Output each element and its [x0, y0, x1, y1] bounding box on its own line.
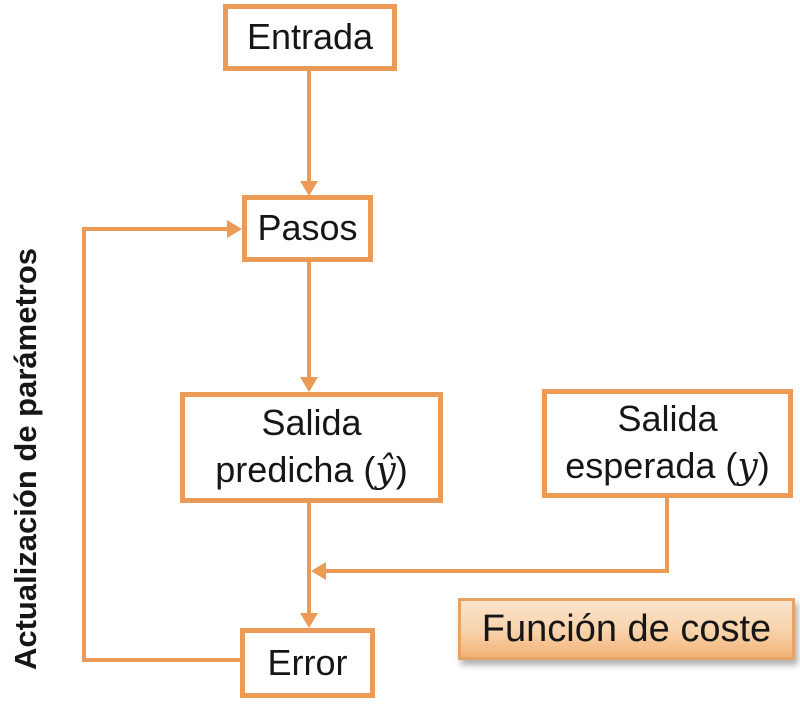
node-entrada: Entrada [223, 4, 397, 71]
arrowhead-down-icon [300, 377, 318, 392]
node-error: Error [240, 628, 375, 698]
y-hat-symbol: ŷ [375, 450, 396, 491]
node-salida-esperada: Salida esperada (y) [542, 389, 793, 498]
arrowhead-down-icon [300, 181, 318, 196]
connector-salida-esperada-horizontal [323, 569, 669, 573]
connector-salida-esperada-drop [665, 498, 669, 572]
node-salida-predicha: Salida predicha (ŷ) [180, 392, 443, 503]
arrowhead-down-icon [300, 613, 318, 628]
node-entrada-label: Entrada [246, 16, 374, 58]
node-salida-predicha-line2: predicha (ŷ) [215, 449, 408, 491]
node-pasos: Pasos [242, 195, 373, 262]
side-label-actualizacion-parametros: Actualización de parámetros [8, 247, 43, 671]
arrowhead-left-icon [311, 562, 326, 580]
node-pasos-label: Pasos [257, 207, 358, 249]
y-symbol: y [737, 446, 758, 487]
feedback-loop-vertical [82, 227, 86, 662]
node-error-label: Error [267, 641, 348, 683]
connector-pasos-salida-predicha [307, 262, 311, 378]
node-salida-esperada-line2: esperada (y) [565, 445, 770, 487]
feedback-loop-bottom [82, 658, 240, 662]
node-salida-esperada-line1: Salida [617, 398, 718, 440]
connector-entrada-pasos [307, 71, 311, 183]
feedback-loop-top [82, 227, 228, 231]
node-salida-predicha-line1: Salida [261, 402, 362, 444]
connector-salida-predicha-error [307, 503, 311, 614]
node-funcion-de-coste: Función de coste [458, 598, 795, 660]
node-funcion-de-coste-label: Función de coste [481, 607, 772, 650]
arrowhead-right-icon [227, 220, 242, 238]
